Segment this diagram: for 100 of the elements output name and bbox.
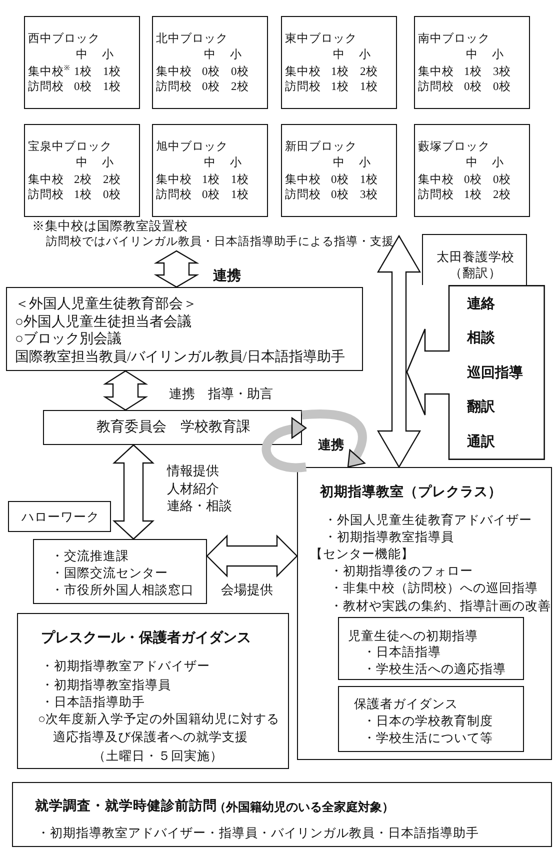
list-item: ・市役所外国人相談窓口 bbox=[51, 582, 194, 598]
block-heading: 藪塚ブロック bbox=[418, 140, 490, 154]
school-count: 1校 bbox=[331, 80, 349, 94]
school-count: 0校 bbox=[202, 80, 220, 94]
school-count: 0校 bbox=[74, 80, 92, 94]
school-count: 1校 bbox=[103, 80, 121, 94]
column-heading: 中 bbox=[76, 156, 88, 170]
curved-arrow bbox=[302, 410, 367, 470]
row-label: 集中校 bbox=[156, 172, 192, 188]
guidance-box bbox=[338, 686, 524, 752]
callout-box bbox=[406, 285, 545, 460]
list-item: ・外国人児童生徒教育アドバイザー bbox=[324, 512, 532, 528]
block-heading: 南中ブロック bbox=[418, 32, 490, 46]
list-item: ・初期指導教室指導員 bbox=[324, 528, 454, 546]
school-count: 1校 bbox=[360, 172, 378, 188]
school-count: 1校 bbox=[464, 188, 482, 202]
column-heading: 中 bbox=[204, 156, 216, 170]
list-item: ・学校生活への適応指導 bbox=[363, 660, 506, 678]
curved-arrow bbox=[262, 418, 307, 472]
row-label: 訪問校 bbox=[285, 188, 321, 202]
column-heading: 小 bbox=[492, 48, 504, 62]
column-heading: 中 bbox=[333, 156, 345, 170]
list-item: ・教材や実践の集約、指導計画の改善 bbox=[330, 598, 551, 614]
block-box bbox=[281, 124, 397, 217]
school-count: 1校 bbox=[231, 188, 249, 202]
column-heading: 小 bbox=[359, 156, 371, 170]
block-heading: 西中ブロック bbox=[28, 32, 100, 46]
block-heading: 北中ブロック bbox=[156, 32, 228, 46]
staff-list: 国際教室担当教員/バイリンガル教員/日本語指導助手 bbox=[15, 348, 345, 368]
school-box bbox=[422, 234, 527, 285]
block-box bbox=[152, 16, 268, 109]
row-label: 集中校 bbox=[418, 172, 454, 188]
school-name: 太田養護学校（翻訳） bbox=[436, 248, 515, 282]
school-count: 0校 bbox=[493, 80, 511, 94]
school-count: 2校 bbox=[231, 80, 249, 94]
school-count: 1校 bbox=[231, 172, 249, 188]
office-name: ハローワーク bbox=[22, 509, 100, 526]
column-heading: 小 bbox=[359, 48, 371, 62]
row-label: 訪問校 bbox=[156, 188, 192, 202]
row-label: 訪問校 bbox=[418, 80, 454, 94]
list-item: ・日本語指導助手 bbox=[41, 694, 145, 710]
service-item: 連絡 bbox=[467, 294, 495, 314]
block-heading: 新田ブロック bbox=[285, 140, 357, 154]
note: （土曜日・５回実施） bbox=[93, 748, 223, 764]
row-label: 集中校$^{※}$ bbox=[28, 64, 70, 80]
school-count: 0校 bbox=[464, 80, 482, 94]
list-item: ○ブロック別会議 bbox=[15, 330, 122, 349]
list-item: ・初期指導教室指導員 bbox=[41, 676, 171, 694]
school-count: 0校 bbox=[103, 188, 121, 202]
double-arrow bbox=[376, 234, 422, 468]
section-title: 就学調査・就学時健診前訪問 bbox=[35, 798, 217, 816]
edge-label: 連携 bbox=[213, 266, 241, 286]
service-item: 巡回指導 bbox=[467, 364, 523, 382]
block-box bbox=[24, 16, 140, 109]
list-item: ・初期指導後のフォロー bbox=[330, 562, 473, 580]
school-count: 3校 bbox=[360, 188, 378, 202]
block-heading: 宝泉中ブロック bbox=[28, 140, 112, 154]
survey-box bbox=[12, 782, 552, 847]
row-label: 集中校 bbox=[285, 172, 321, 188]
double-arrow bbox=[206, 534, 298, 578]
list-item: ・日本の学校教育制度 bbox=[363, 712, 493, 730]
service-item: 相談 bbox=[467, 328, 495, 348]
box-heading: 児童生徒への初期指導 bbox=[348, 628, 478, 644]
council-heading: ＜外国人児童生徒教育部会＞ bbox=[15, 296, 197, 314]
row-label: 訪問校 bbox=[156, 80, 192, 94]
double-arrow bbox=[154, 250, 200, 288]
program-box bbox=[17, 613, 289, 769]
office-box bbox=[8, 501, 111, 532]
block-box bbox=[281, 16, 397, 109]
row-label: 訪問校 bbox=[28, 188, 64, 202]
service-item: 翻訳 bbox=[467, 398, 495, 416]
column-heading: 中 bbox=[466, 48, 478, 62]
school-count: 1校 bbox=[202, 172, 220, 188]
list-item: ・初期指導教室アドバイザー bbox=[41, 658, 210, 674]
double-arrow bbox=[112, 444, 155, 540]
column-heading: 中 bbox=[76, 48, 88, 62]
edge-label: 連携 指導・助言 bbox=[169, 386, 273, 402]
row-label: 集中校 bbox=[418, 64, 454, 80]
double-arrow bbox=[102, 370, 148, 411]
school-count: 1校 bbox=[103, 64, 121, 80]
column-heading: 中 bbox=[333, 48, 345, 62]
school-count: 0校 bbox=[202, 64, 220, 80]
row-label: 訪問校 bbox=[418, 188, 454, 202]
school-count: 0校 bbox=[231, 64, 249, 80]
school-count: 3校 bbox=[493, 64, 511, 80]
column-heading: 中 bbox=[466, 156, 478, 170]
row-label: 訪問校 bbox=[285, 80, 321, 94]
column-heading: 小 bbox=[230, 156, 242, 170]
school-count: 1校 bbox=[464, 64, 482, 80]
school-count: 2校 bbox=[74, 172, 92, 188]
service-item: 通訳 bbox=[467, 432, 495, 452]
block-box bbox=[414, 124, 530, 217]
list-item: ・初期指導教室アドバイザー・指導員・バイリンガル教員・日本語指導助手 bbox=[37, 824, 479, 842]
school-count: 0校 bbox=[331, 172, 349, 188]
list-item: ・交流推進課 bbox=[51, 548, 129, 564]
list-item: ・国際交流センター bbox=[51, 564, 168, 582]
list-item: ・学校生活について等 bbox=[363, 730, 493, 746]
office-box bbox=[43, 410, 302, 445]
section-title: 初期指導教室（プレクラス） bbox=[320, 484, 502, 502]
block-box bbox=[414, 16, 530, 109]
